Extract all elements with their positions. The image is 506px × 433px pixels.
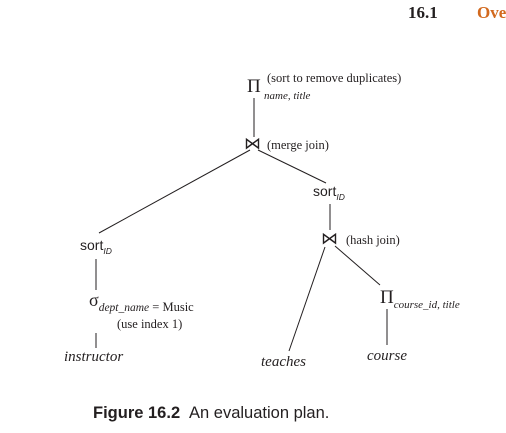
selection-note: (use index 1) (117, 317, 183, 331)
section-number: 16.1 (408, 3, 438, 22)
hash-join-note: (hash join) (346, 233, 400, 247)
figure-caption-label: Figure 16.2 (93, 404, 181, 422)
edge-mergejoin-sortright (257, 149, 327, 184)
selection-symbol: σ (89, 290, 99, 310)
hash-join-symbol: ⋈ (321, 229, 338, 248)
relation-course: course (367, 348, 407, 364)
section-title: Ove (477, 3, 506, 22)
sort-right-subscript: ID (336, 192, 345, 202)
relation-instructor: instructor (64, 349, 124, 365)
selection-predicate: = Music (149, 300, 194, 314)
sort-right: sortID (313, 183, 345, 202)
selection-operator: σdept_name = Music (89, 290, 194, 314)
sort-left-subscript: ID (103, 246, 112, 256)
projection-root-note: (sort to remove duplicates) (267, 71, 402, 85)
edge-hashjoin-teaches (288, 246, 326, 352)
edge-mergejoin-sortleft (98, 149, 251, 234)
merge-join-symbol: ⋈ (244, 134, 261, 153)
figure-caption-text: An evaluation plan. (189, 404, 330, 422)
sort-right-label: sort (313, 183, 337, 199)
merge-join-note: (merge join) (267, 138, 329, 152)
figure-caption: Figure 16.2 An evaluation plan. (93, 404, 329, 423)
projection-course: Πcourse_id, title (380, 287, 460, 311)
projection-course-symbol: Π (380, 287, 394, 308)
projection-root-symbol: Π (247, 76, 261, 97)
sort-left: sortID (80, 237, 112, 256)
edge-hashjoin-project (334, 245, 381, 286)
projection-course-attributes: course_id, title (393, 299, 460, 311)
relation-teaches: teaches (261, 354, 306, 370)
projection-root-attributes: name, title (264, 90, 311, 102)
sort-left-label: sort (80, 237, 104, 253)
selection-attribute: dept_name (98, 302, 150, 314)
